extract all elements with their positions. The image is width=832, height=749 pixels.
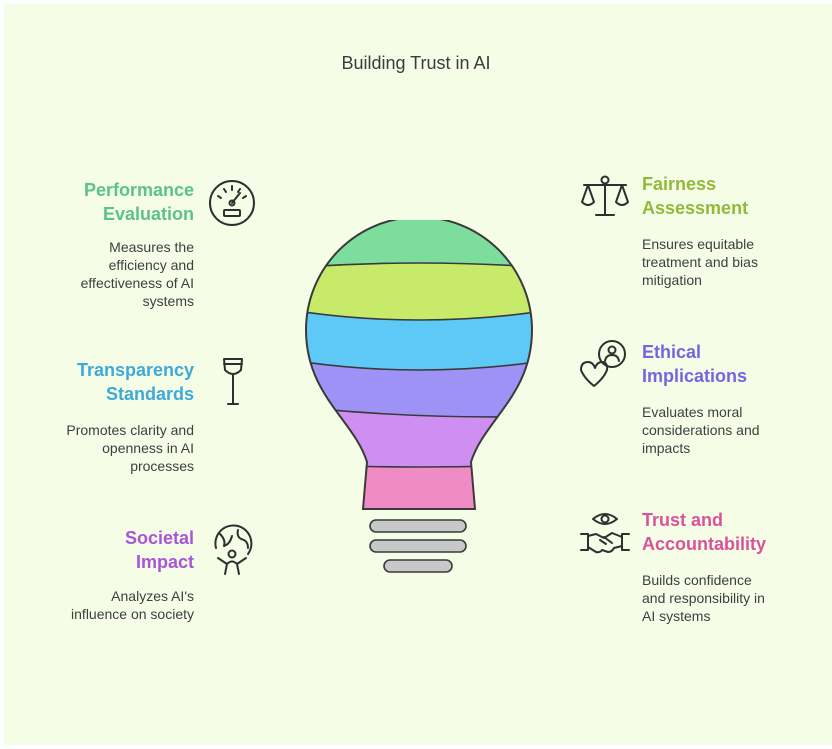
transparency-standards-heading: Transparency Standards: [76, 360, 194, 404]
heart-person-icon: [580, 340, 626, 387]
societal-impact-heading: Societal Impact: [124, 528, 194, 572]
performance-evaluation-heading: Performance Evaluation: [83, 180, 194, 224]
bulb-outline: [304, 220, 534, 510]
trust-accountability-description: Builds confidence and responsibility in …: [642, 572, 765, 624]
glass-icon: [223, 358, 243, 405]
globe-person-icon: [214, 524, 253, 575]
bulb-band-2: [306, 263, 532, 320]
speedometer-icon: [209, 180, 255, 226]
societal-impact-description: Analyzes AI's influence on society: [71, 588, 194, 622]
bulb-base-ring-2: [369, 539, 467, 553]
bulb-base-ring-1: [369, 519, 467, 533]
trust-accountability-heading: Trust and Accountability: [642, 510, 767, 554]
ethical-implications-heading: Ethical Implications: [642, 342, 748, 386]
bulb-band-1: [306, 220, 532, 268]
bulb-band-6: [306, 464, 532, 509]
performance-evaluation-description: Measures the efficiency and effectivenes…: [80, 239, 194, 309]
bulb-base-tip: [383, 559, 453, 573]
bulb-band-4: [306, 360, 532, 417]
bulb-band-3: [306, 310, 532, 370]
fairness-assessment-description: Ensures equitable treatment and bias mit…: [642, 236, 758, 288]
scales-icon: [581, 175, 629, 216]
handshake-eye-icon: [580, 513, 630, 554]
lightbulb-graphic: [304, 220, 534, 573]
fairness-assessment-heading: Fairness Assessment: [642, 174, 749, 218]
transparency-standards-description: Promotes clarity and openness in AI proc…: [66, 422, 194, 474]
diagram-title: Building Trust in AI: [341, 53, 491, 73]
ethical-implications-description: Evaluates moral considerations and impac…: [642, 404, 760, 456]
